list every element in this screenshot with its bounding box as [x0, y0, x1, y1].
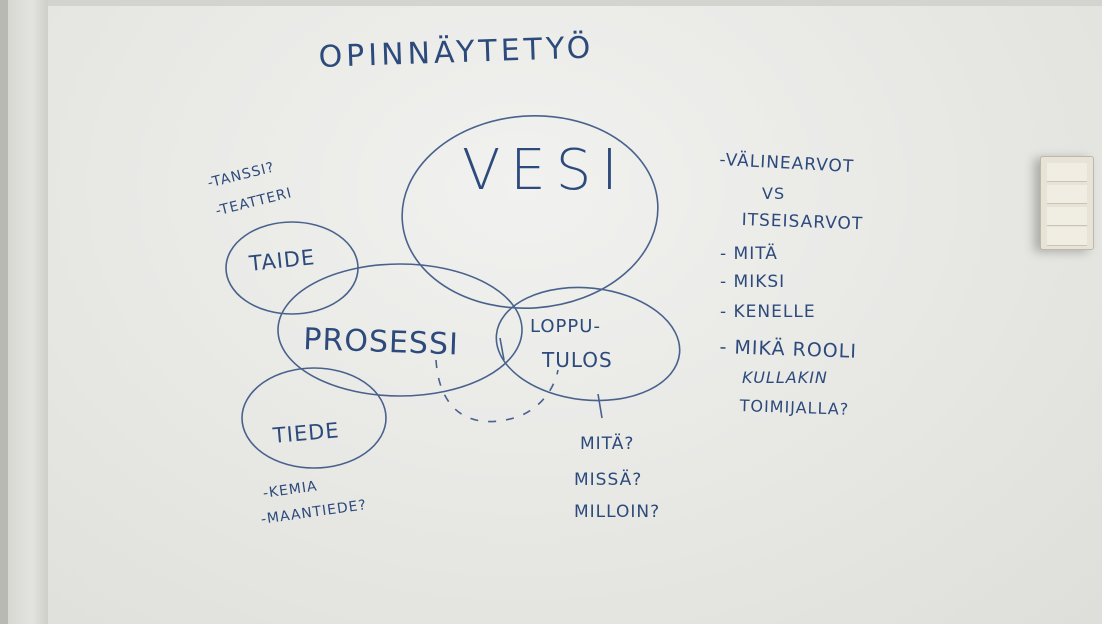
holder-slot: [1047, 227, 1087, 246]
lopputulos-circle: [495, 286, 681, 402]
whiteboard-top-edge: [48, 0, 1102, 6]
holder-slot: [1047, 163, 1087, 182]
right-list-item: VS: [762, 184, 786, 203]
tick-mark: [499, 337, 505, 361]
tiede-circle: [241, 367, 387, 469]
prosessi-text: PROSESSI: [302, 322, 460, 363]
lopputulos-text-line1: LOPPU-: [530, 316, 601, 337]
tick-mark: [597, 393, 603, 419]
right-list-item: KULLAKIN: [742, 368, 828, 387]
whiteboard: [48, 0, 1102, 624]
holder-slot: [1047, 185, 1087, 204]
question-milloin: MILLOIN?: [574, 502, 661, 522]
whiteboard-frame: [8, 0, 48, 624]
right-list-item: - MITÄ: [720, 244, 778, 264]
question-missa: MISSÄ?: [574, 470, 643, 490]
right-list-item: - MIKSI: [720, 272, 786, 292]
lopputulos-text-line2: TULOS: [542, 348, 613, 372]
right-list-item: ITSEISARVOT: [741, 210, 864, 235]
question-mita: MITÄ?: [580, 434, 635, 454]
wall: [0, 0, 8, 624]
vesi-text: VESI: [462, 138, 628, 203]
right-list-item: TOIMIJALLA?: [739, 396, 850, 419]
marker-holder: [1040, 156, 1094, 250]
holder-slot: [1047, 207, 1087, 226]
right-list-item: - KENELLE: [720, 302, 816, 322]
dashed-link: [435, 359, 559, 423]
vesi-circle: [401, 115, 659, 309]
prosessi-circle: [277, 263, 523, 397]
